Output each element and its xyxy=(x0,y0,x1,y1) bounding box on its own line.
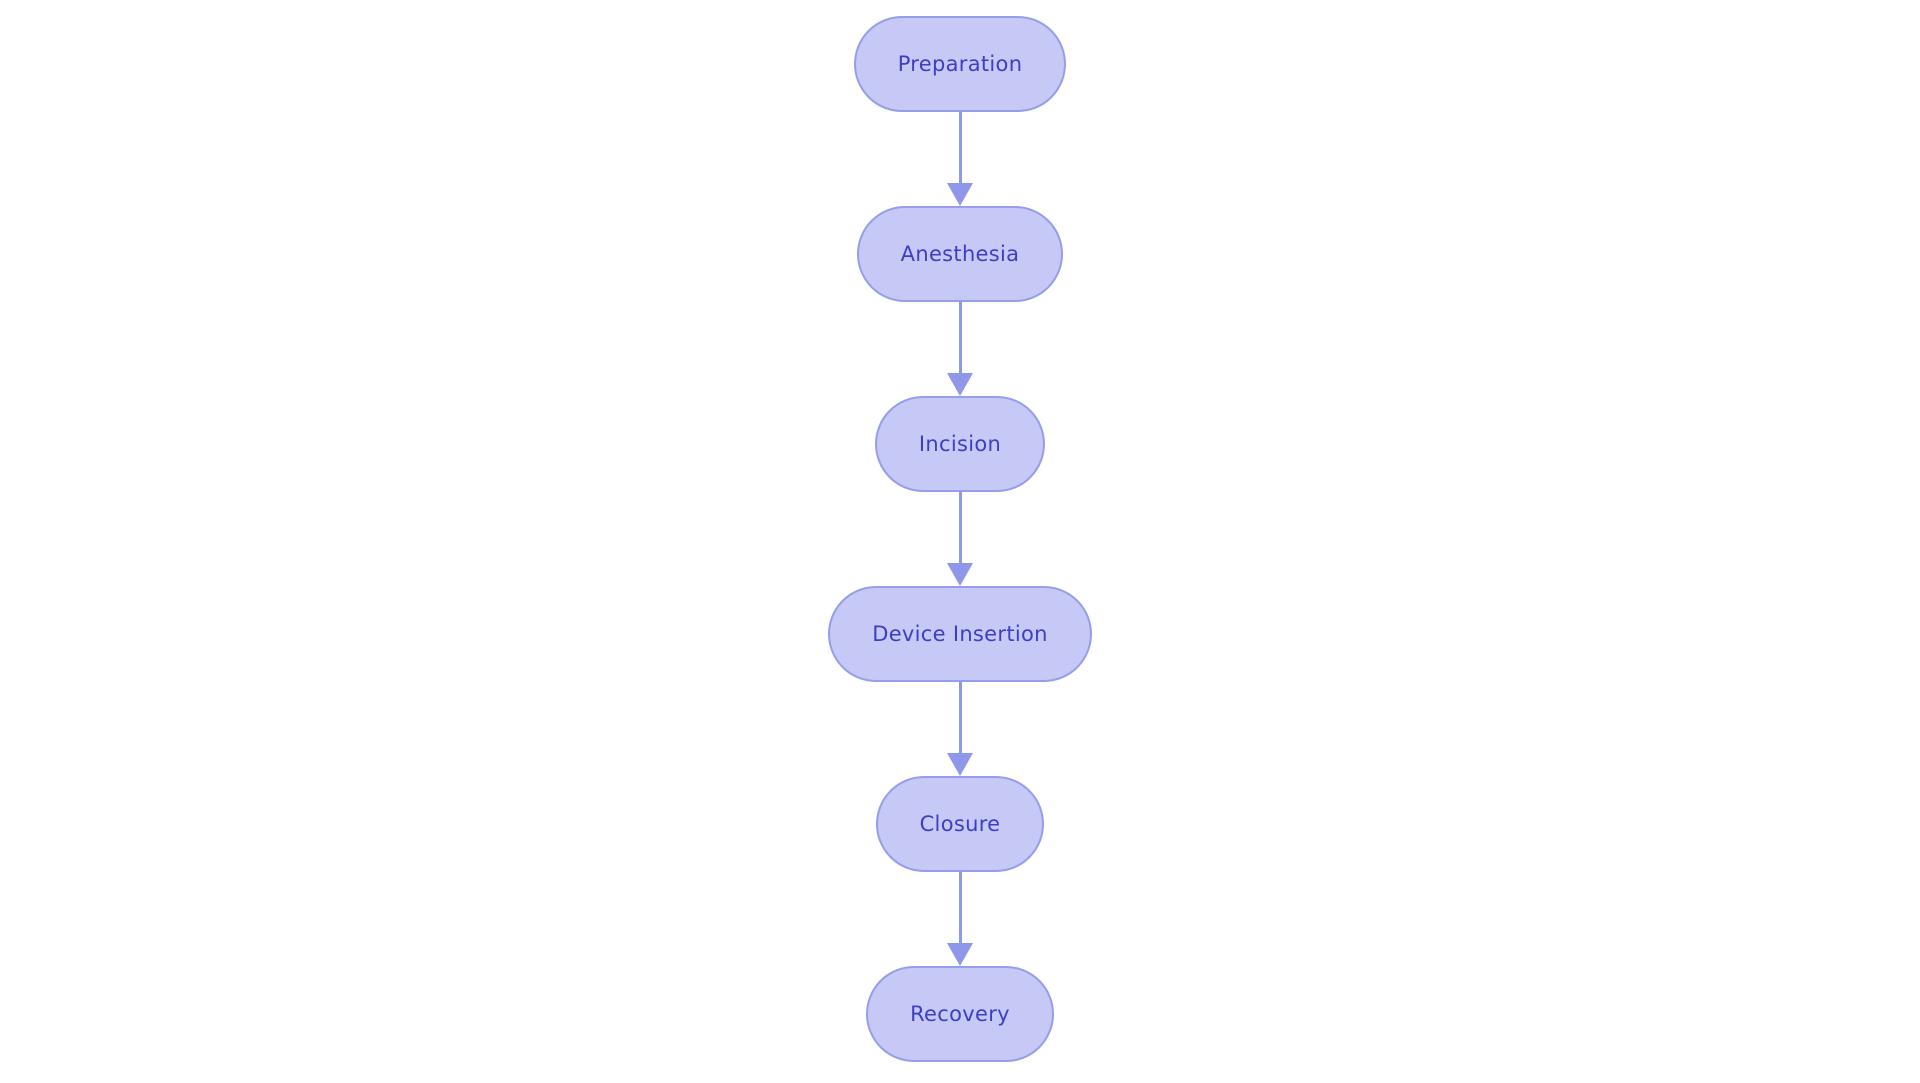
arrow-down-icon xyxy=(947,492,973,586)
arrow-line xyxy=(958,492,962,563)
arrow-line xyxy=(958,112,962,183)
arrow-line xyxy=(958,872,962,943)
arrow-head xyxy=(947,373,973,396)
flow-node-closure: Closure xyxy=(875,776,1045,872)
flow-node-label: Anesthesia xyxy=(900,242,1020,266)
arrow-head xyxy=(947,753,973,776)
flow-node-label: Closure xyxy=(919,812,1001,836)
flow-node-device-insertion: Device Insertion xyxy=(828,586,1092,682)
arrow-down-icon xyxy=(947,682,973,776)
flow-node-incision: Incision xyxy=(874,396,1046,492)
arrow-line xyxy=(958,302,962,373)
flow-node-label: Device Insertion xyxy=(872,622,1048,646)
arrow-down-icon xyxy=(947,302,973,396)
arrow-head xyxy=(947,943,973,966)
arrow-down-icon xyxy=(947,872,973,966)
flow-node-label: Preparation xyxy=(897,52,1023,76)
arrow-down-icon xyxy=(947,112,973,206)
flow-node-anesthesia: Anesthesia xyxy=(856,206,1064,302)
arrow-head xyxy=(947,183,973,206)
arrow-head xyxy=(947,563,973,586)
flow-node-label: Recovery xyxy=(910,1002,1010,1026)
arrow-line xyxy=(958,682,962,753)
flow-node-preparation: Preparation xyxy=(853,16,1067,112)
flow-node-label: Incision xyxy=(918,432,1002,456)
flow-node-recovery: Recovery xyxy=(866,966,1054,1062)
